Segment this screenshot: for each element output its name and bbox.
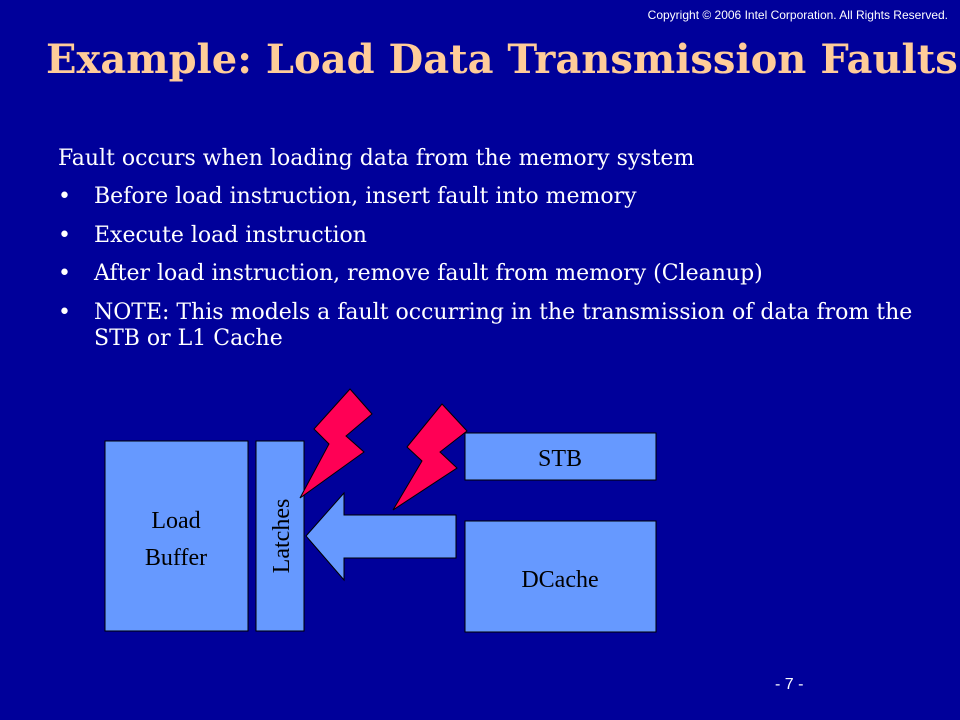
slide-body: Fault occurs when loading data from the …: [58, 146, 928, 364]
bullet-item-insert-fault: Before load instruction, insert fault in…: [58, 184, 928, 211]
load-buffer-label-line1: Load: [151, 508, 200, 534]
copyright-notice: Copyright © 2006 Intel Corporation. All …: [647, 8, 948, 22]
bullet-item-note: NOTE: This models a fault occurring in t…: [58, 300, 928, 353]
load-buffer-block: [104, 440, 249, 632]
dcache-label: DCache: [521, 567, 598, 593]
latches-block: [255, 440, 305, 632]
lightning-bolt-icon-latches: [299, 388, 373, 499]
stb-block: [464, 432, 657, 481]
bullet-item-execute-load: Execute load instruction: [58, 223, 928, 250]
bullet-list: Before load instruction, insert fault in…: [58, 184, 928, 352]
stb-label: STB: [538, 446, 582, 472]
data-flow-arrow: [305, 491, 457, 582]
intro-text: Fault occurs when loading data from the …: [58, 146, 695, 171]
latches-label: Latches: [269, 499, 295, 574]
lightning-bolt-icon-arrow: [392, 403, 468, 511]
bullet-item-remove-fault: After load instruction, remove fault fro…: [58, 261, 928, 288]
load-buffer-label-line2: Buffer: [145, 545, 207, 571]
page-number: - 7 -: [775, 676, 804, 693]
dcache-block: [464, 520, 657, 633]
slide-title: Example: Load Data Transmission Faults: [46, 36, 958, 83]
